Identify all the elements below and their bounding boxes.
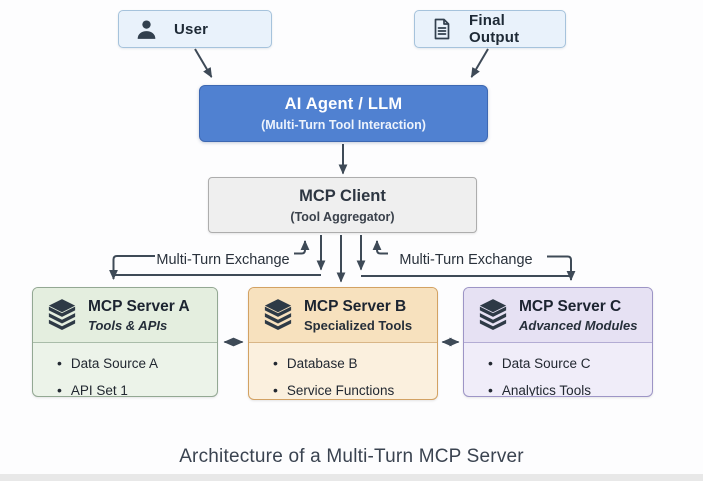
server-stack-icon <box>479 299 507 331</box>
list-item: Analytics Tools <box>488 377 644 397</box>
server-a-item-2: API Set 1 <box>70 382 128 397</box>
list-item: API Set 1 <box>57 377 209 397</box>
right-label-stub <box>547 255 572 272</box>
left-label-stub <box>112 255 155 272</box>
server-c-header: MCP Server C Advanced Modules <box>464 288 652 343</box>
server-b-body: Database B Service Functions <box>249 343 437 399</box>
person-icon <box>137 19 156 39</box>
server-a-title: MCP Server A <box>88 298 190 315</box>
server-c-title: MCP Server C <box>519 298 622 315</box>
server-c-subtitle: Advanced Modules <box>519 318 638 334</box>
arrow-rail-to-server-c <box>361 271 576 281</box>
server-a-subtitle: Tools & APIs <box>88 318 168 334</box>
server-c-body: Data Source C Analytics Tools <box>464 343 652 397</box>
bottom-strip <box>0 474 703 481</box>
server-c-item-2: Analytics Tools <box>501 382 591 397</box>
ai-agent-subtitle: (Multi-Turn Tool Interaction) <box>261 118 426 132</box>
server-b-item-1: Database B <box>286 355 358 371</box>
ai-agent-node: AI Agent / LLM (Multi-Turn Tool Interact… <box>199 85 488 142</box>
final-output-node: Final Output <box>414 10 566 48</box>
server-b-header: MCP Server B Specialized Tools <box>249 288 437 343</box>
mcp-server-a-node: MCP Server A Tools & APIs Data Source A … <box>32 287 218 397</box>
mcp-server-c-node: MCP Server C Advanced Modules Data Sourc… <box>463 287 653 397</box>
server-a-body: Data Source A API Set 1 <box>33 343 217 397</box>
server-b-item-2: Service Functions <box>286 382 395 398</box>
document-icon <box>434 18 450 40</box>
server-c-item-1: Data Source C <box>501 355 591 371</box>
mcp-client-title: MCP Client <box>299 186 386 205</box>
list-item: Data Source A <box>57 350 209 377</box>
server-b-title: MCP Server B <box>304 298 407 315</box>
diagram-caption: Architecture of a Multi-Turn MCP Server <box>179 446 524 467</box>
user-label: User <box>174 20 209 38</box>
arrow-rail-to-server-a <box>109 270 321 280</box>
arrow-output-to-agent <box>470 48 489 78</box>
server-b-subtitle: Specialized Tools <box>304 318 413 334</box>
user-node: User <box>118 10 272 48</box>
mcp-client-node: MCP Client (Tool Aggregator) <box>208 177 477 233</box>
final-output-label: Final Output <box>469 12 520 46</box>
edge-label-left: Multi-Turn Exchange <box>156 252 290 268</box>
server-stack-icon <box>264 299 292 331</box>
list-item: Data Source C <box>488 350 644 377</box>
arrow-user-to-agent <box>194 48 213 78</box>
server-a-header: MCP Server A Tools & APIs <box>33 288 217 343</box>
arrow-return-right-up <box>372 240 388 255</box>
arrow-return-left-up <box>294 240 310 255</box>
list-item: Service Functions <box>273 377 429 399</box>
server-a-item-1: Data Source A <box>70 355 158 371</box>
mcp-server-b-node: MCP Server B Specialized Tools Database … <box>248 287 438 400</box>
list-item: Database B <box>273 350 429 377</box>
ai-agent-title: AI Agent / LLM <box>284 95 403 113</box>
edge-label-right: Multi-Turn Exchange <box>399 252 533 268</box>
mcp-client-subtitle: (Tool Aggregator) <box>290 209 395 224</box>
server-stack-icon <box>48 299 76 331</box>
